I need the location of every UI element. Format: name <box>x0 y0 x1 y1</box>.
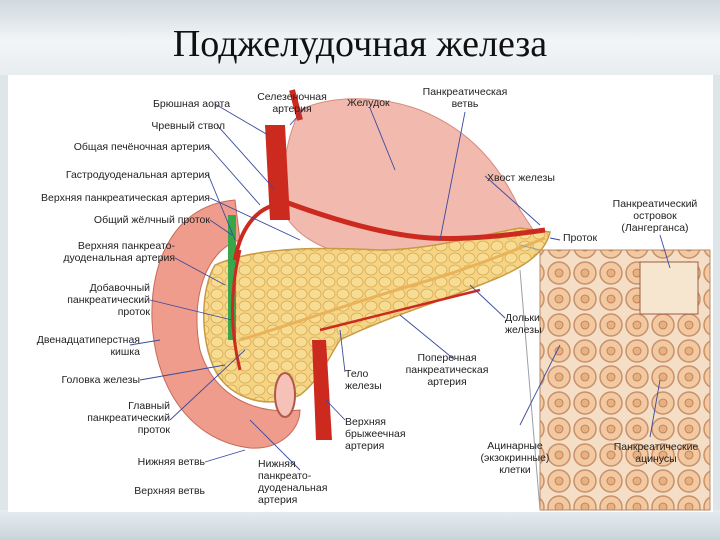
label-acinar-2: (экзокринные) <box>480 452 550 464</box>
label-accessory-duct-2: панкреатический <box>67 294 150 306</box>
label-common-hepatic-artery: Общая печёночная артерия <box>73 141 210 153</box>
label-duodenum-2: кишка <box>110 346 140 358</box>
label-acinar-3: клетки <box>499 464 531 476</box>
label-duodenum-1: Двенадцатиперстная <box>36 334 140 346</box>
islet-inset-shape <box>639 261 699 315</box>
aorta-shape <box>265 125 290 220</box>
label-acini-2: ацинусы <box>635 453 677 465</box>
duodenum-lumen-shape <box>274 372 296 418</box>
label-lower-branch: Нижняя ветвь <box>137 456 205 468</box>
label-upper-branch: Верхняя ветвь <box>134 485 205 497</box>
label-inf-pd-3: дуоденальная <box>258 482 328 494</box>
label-pancreatic-branch-2: ветвь <box>451 98 479 110</box>
label-body-1: Тело <box>345 368 369 380</box>
duodenum-shape <box>151 199 301 449</box>
main-duct-path <box>239 236 546 342</box>
label-stomach: Желудок <box>347 97 390 109</box>
label-abdominal-aorta: Брюшная аорта <box>153 98 231 110</box>
label-sup-pd-artery-2: дуоденальная артерия <box>63 252 175 264</box>
label-sup-pd-artery-1: Верхняя панкреато- <box>77 240 175 252</box>
label-islet-2: островок <box>633 210 677 222</box>
label-accessory-duct-3: проток <box>117 306 150 318</box>
label-acini-1: Панкреатические <box>613 441 699 453</box>
hepatic-artery-path <box>233 203 276 261</box>
pd-artery-path <box>231 249 242 371</box>
slide-bottom-background <box>0 510 720 540</box>
label-transverse-2: панкреатическая <box>405 364 489 376</box>
label-celiac-trunk: Чревный ствол <box>151 120 225 132</box>
label-inf-pd-1: Нижняя <box>258 458 296 470</box>
bile-duct-shape <box>228 215 236 340</box>
label-pancreatic-branch-1: Панкреатическая <box>422 86 508 98</box>
slide-title: Поджелудочная железа <box>172 23 548 65</box>
label-main-duct-2: панкреатический <box>87 412 170 424</box>
label-acinar-1: Ацинарные <box>487 440 543 452</box>
transverse-artery-path <box>319 288 481 332</box>
label-lobules-2: железы <box>505 324 542 336</box>
leader-lines <box>129 103 671 471</box>
label-islet-3: (Лангерганса) <box>621 222 689 234</box>
label-splenic-artery-1: Селезеночная <box>257 91 327 103</box>
label-lobules-1: Дольки <box>505 312 540 324</box>
label-transverse-3: артерия <box>427 376 467 388</box>
inset-connector <box>519 244 541 511</box>
label-superior-pancreatic-artery: Верхняя панкреатическая артерия <box>41 192 210 204</box>
sma-shape <box>312 340 332 440</box>
label-islet-1: Панкреатический <box>612 198 698 210</box>
splenic-artery-path <box>279 197 546 241</box>
label-head: Головка железы <box>61 374 140 386</box>
label-common-bile-duct: Общий жёлчный проток <box>93 214 210 226</box>
slide-top-background <box>0 0 720 75</box>
label-main-duct-3: проток <box>137 424 170 436</box>
label-body-2: железы <box>345 380 382 392</box>
label-transverse-1: Поперечная <box>417 352 477 364</box>
label-main-duct-1: Главный <box>128 400 170 412</box>
label-inf-pd-2: панкреато- <box>258 470 312 482</box>
label-inf-pd-4: артерия <box>258 494 298 506</box>
label-gastroduodenal-artery: Гастродуоденальная артерия <box>65 169 210 181</box>
label-duct: Проток <box>563 232 598 244</box>
label-tail: Хвост железы <box>487 172 555 184</box>
label-accessory-duct-1: Добавочный <box>89 282 150 294</box>
label-sma-3: артерия <box>345 440 385 452</box>
label-sma-1: Верхняя <box>345 416 386 428</box>
label-sma-2: брыжеечная <box>345 428 406 440</box>
label-splenic-artery-2: артерия <box>272 103 312 115</box>
